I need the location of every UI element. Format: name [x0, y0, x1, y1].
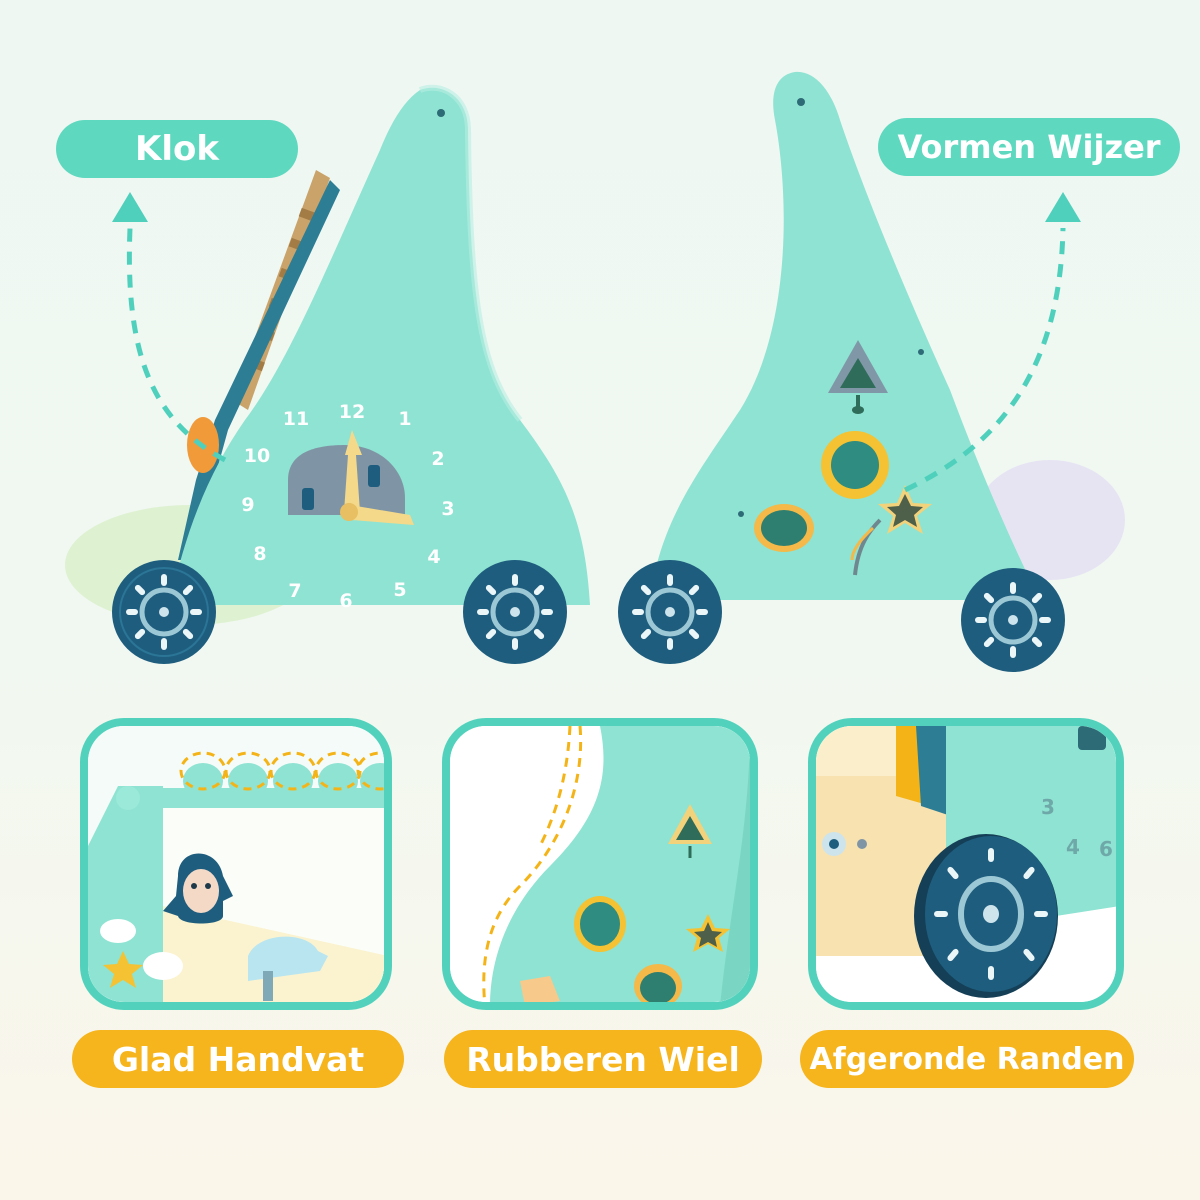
clock-number: 5 — [393, 579, 406, 601]
feature-label-edges: Afgeronde Randen — [800, 1030, 1134, 1088]
clock-number: 11 — [283, 408, 309, 430]
feature-label-text: Afgeronde Randen — [809, 1041, 1125, 1077]
clock-number: 4 — [427, 546, 440, 568]
clock-callout-label: Klok — [56, 120, 298, 178]
detail-panel-handle — [80, 718, 392, 1010]
shapes-callout-label: Vormen Wijzer — [878, 118, 1180, 176]
handle-detail-image — [88, 726, 384, 1002]
shapes-detail-image — [450, 726, 750, 1002]
clock-number: 7 — [288, 580, 301, 602]
detail-panel-shapes — [442, 718, 758, 1010]
shapes-callout-arrow — [903, 192, 1081, 493]
wheel — [112, 560, 216, 664]
wheel — [961, 568, 1065, 672]
shapes-callout-text: Vormen Wijzer — [897, 128, 1161, 166]
clock-numbers: 12 1 2 3 4 5 6 7 8 9 10 11 — [241, 401, 454, 612]
wheel — [463, 560, 567, 664]
feature-label-text: Glad Handvat — [111, 1039, 365, 1079]
clock-callout-text: Klok — [135, 129, 219, 169]
wheel — [618, 560, 722, 664]
edges-detail-image: 3 4 6 — [816, 726, 1116, 1002]
detail-clock-number: 6 — [1099, 837, 1113, 861]
walker-side-shapes — [650, 71, 1040, 601]
clock-number: 3 — [441, 498, 454, 520]
detail-panel-edges: 3 4 6 — [808, 718, 1124, 1010]
clock-callout-arrow — [112, 192, 227, 463]
feature-label-text: Rubberen Wiel — [466, 1039, 740, 1079]
feature-label-handle: Glad Handvat — [72, 1030, 404, 1088]
clock-number: 12 — [339, 401, 365, 423]
clock-number: 1 — [398, 408, 411, 430]
clock-number: 10 — [244, 445, 270, 467]
detail-clock-number: 3 — [1041, 795, 1055, 819]
walker-illustration: 12 1 2 3 4 5 6 7 8 9 10 11 — [65, 71, 1125, 672]
walker-side-clock — [170, 84, 590, 606]
clock-number: 9 — [241, 494, 254, 516]
detail-clock-number: 4 — [1066, 835, 1080, 859]
clock-number: 6 — [339, 590, 352, 612]
feature-label-wheel: Rubberen Wiel — [444, 1030, 762, 1088]
clock-number: 8 — [253, 543, 266, 565]
clock-number: 2 — [431, 448, 444, 470]
